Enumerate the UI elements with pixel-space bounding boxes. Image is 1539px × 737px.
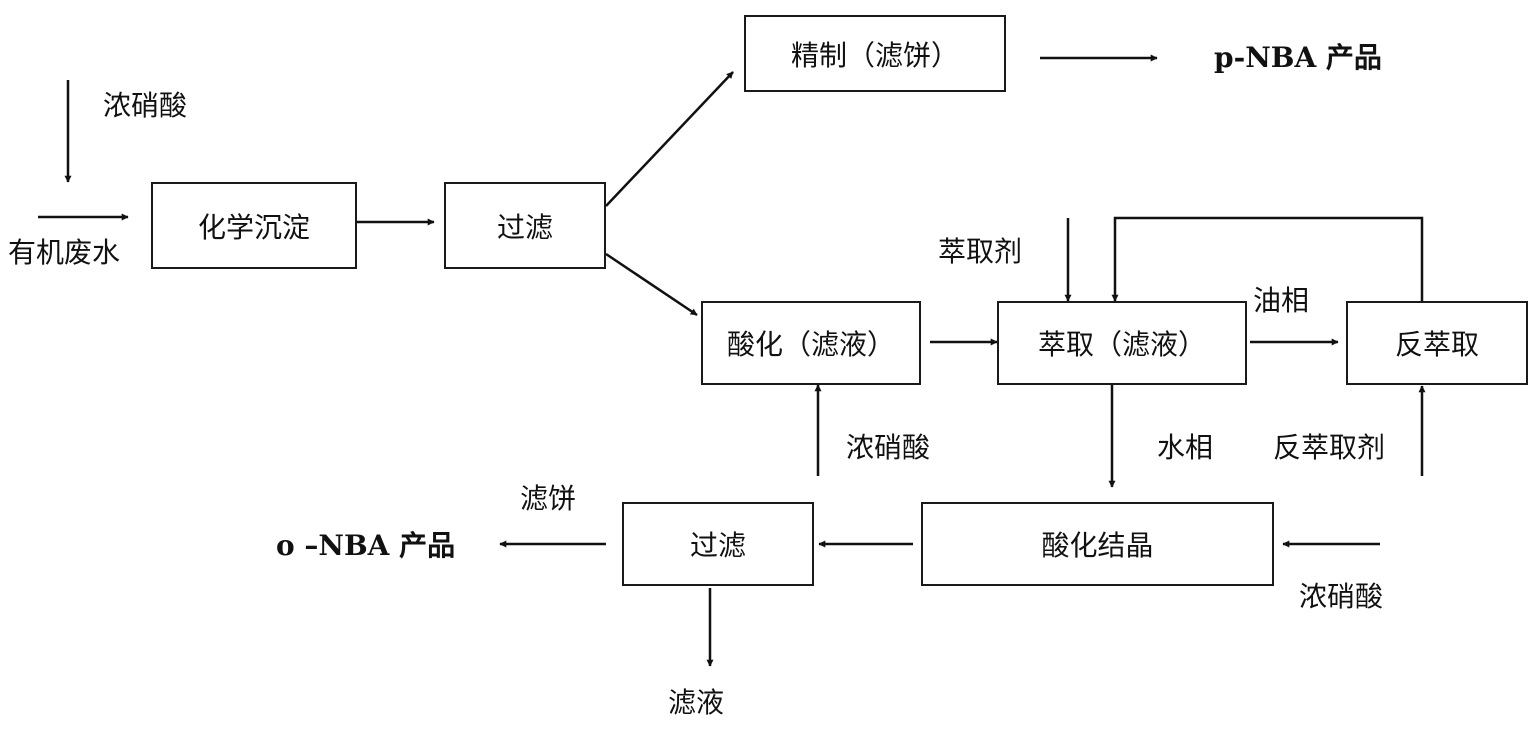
label-oil-phase: 油相: [1253, 284, 1310, 317]
box-acidify-crystallize: 酸化结晶: [921, 502, 1274, 586]
box-refine-filter-cake: 精制（滤饼）: [744, 15, 1006, 92]
label-nitric-acid-top: 浓硝酸: [103, 89, 188, 122]
box-label: 萃取（滤液）: [1037, 328, 1206, 361]
box-back-extraction: 反萃取: [1346, 301, 1528, 385]
box-extract-filtrate: 萃取（滤液）: [997, 301, 1247, 385]
box-label: 过滤: [689, 529, 746, 562]
label-back-extractant: 反萃取剂: [1273, 431, 1386, 464]
label-o-nba-product: o –NBA 产品: [276, 529, 456, 562]
box-label: 反萃取: [1394, 328, 1479, 361]
box-label: 酸化（滤液）: [726, 328, 895, 361]
arrow-filter-to-refine: [605, 71, 734, 207]
label-nitric-acid-bottom: 浓硝酸: [1299, 580, 1384, 613]
box-label: 化学沉淀: [197, 210, 310, 244]
box-chemical-precipitation: 化学沉淀: [151, 182, 357, 269]
arrow-recycle-to-extract: [1111, 216, 1424, 302]
box-label: 精制（滤饼）: [790, 38, 959, 72]
box-filtration-2: 过滤: [622, 502, 814, 586]
arrow-filter-to-acidify: [605, 252, 698, 317]
box-acidify-filtrate: 酸化（滤液）: [701, 301, 921, 385]
label-filter-cake: 滤饼: [520, 482, 577, 515]
box-label: 过滤: [496, 210, 553, 244]
label-p-nba-product: p-NBA 产品: [1214, 41, 1382, 74]
label-organic-wastewater: 有机废水: [8, 236, 121, 269]
label-nitric-acid-mid: 浓硝酸: [846, 431, 931, 464]
box-filtration-1: 过滤: [444, 182, 606, 269]
label-filtrate: 滤液: [668, 686, 725, 719]
label-water-phase: 水相: [1157, 431, 1214, 464]
label-extractant: 萃取剂: [938, 235, 1023, 268]
box-label: 酸化结晶: [1041, 529, 1154, 562]
